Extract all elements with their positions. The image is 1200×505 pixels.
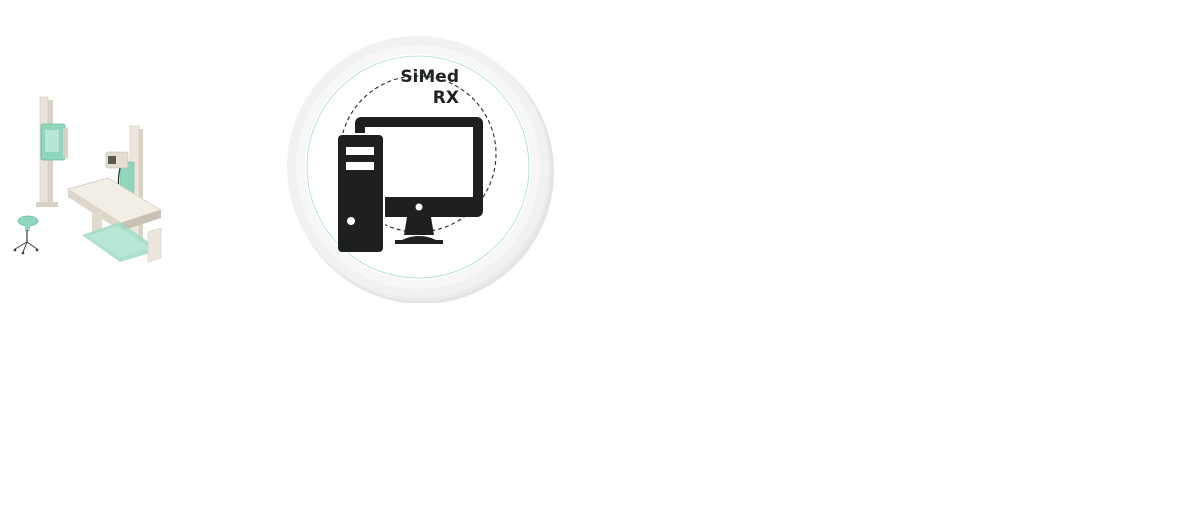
xray-room-icon: [13, 96, 162, 263]
desktop-computer-icon: [337, 117, 485, 253]
patient-table: [67, 177, 162, 263]
xray-room-illustration: [8, 92, 168, 263]
stool: [13, 215, 39, 255]
badge-title-line2: RX: [432, 88, 459, 108]
simed-rx-badge: SiMed RX: [283, 31, 555, 303]
tower-icon: [337, 133, 385, 253]
wall-detector-stand: [36, 96, 68, 207]
badge-title-line1: SiMed: [400, 67, 459, 87]
